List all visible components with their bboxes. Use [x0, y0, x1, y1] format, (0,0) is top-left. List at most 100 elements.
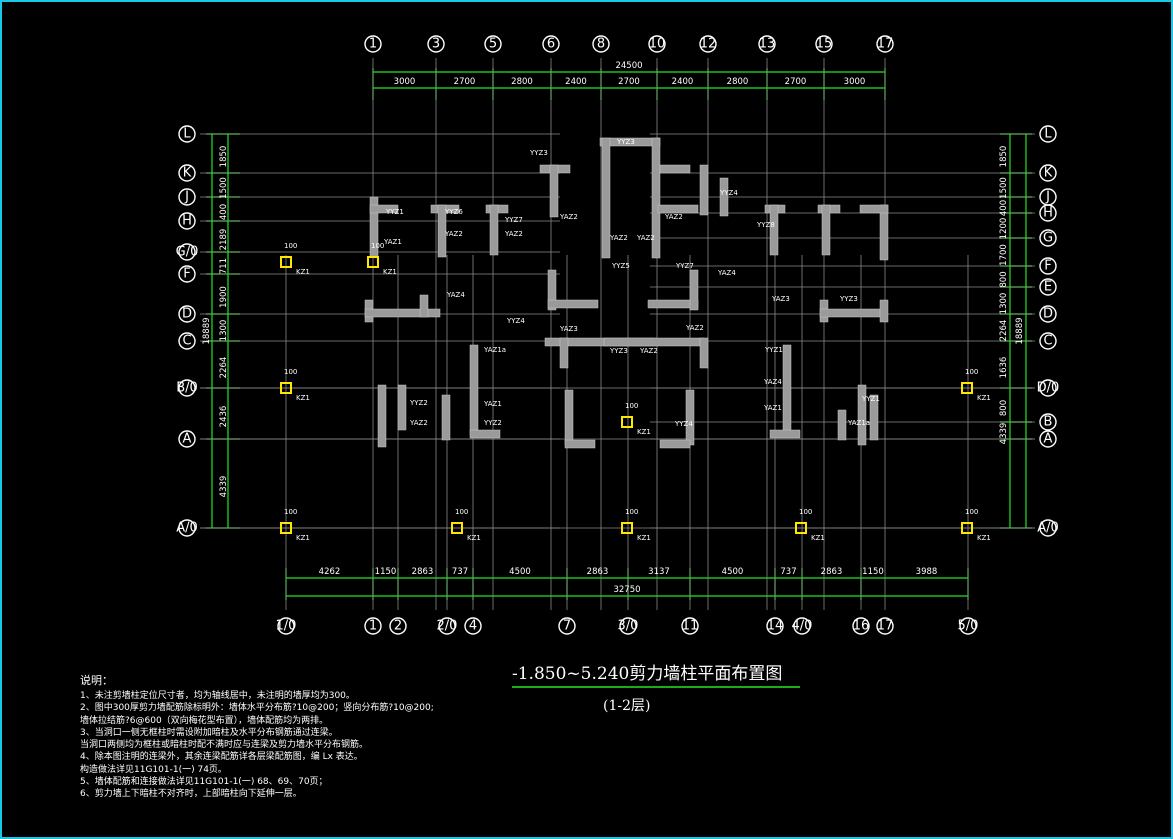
axis-bubble-top — [484, 35, 502, 53]
left-dim-label: 400 — [219, 204, 229, 220]
axis-bubble-right — [1039, 278, 1057, 296]
dimension-lines — [206, 68, 1032, 600]
shear-wall-segment — [547, 269, 557, 311]
top-dim-label: 2700 — [618, 77, 640, 87]
note-line: 1、未注剪墙柱定位尺寸者，均为轴线居中，未注明的墙厚均为300。 — [80, 691, 355, 701]
axis-bubble-top — [876, 35, 894, 53]
axis-label-right: L — [1044, 127, 1052, 142]
shear-wall-segment — [441, 394, 451, 441]
wall-tag: YAZ3 — [559, 325, 578, 333]
shear-wall-segment — [821, 204, 831, 256]
wall-tag: YAZ2 — [664, 213, 683, 221]
axis-bubble-right — [1039, 257, 1057, 275]
wall-tag: YYZ4 — [506, 317, 525, 325]
axis-bubble-top — [815, 35, 833, 53]
axis-bubble-right — [1039, 519, 1057, 537]
left-total-dim: 18889 — [202, 317, 212, 344]
axis-label-bottom: 5/0 — [958, 619, 979, 634]
shear-wall-segment — [879, 299, 889, 323]
frame-column-kz1 — [451, 522, 463, 534]
wall-tag: YYZ3 — [529, 149, 548, 157]
axis-bubble-right — [1039, 125, 1057, 143]
shear-wall-segment — [657, 204, 699, 214]
wall-tag: YYZ1 — [764, 346, 783, 354]
axis-bubble-top — [427, 35, 445, 53]
wall-tag: YAZ1a — [483, 346, 506, 354]
axis-bubble-bottom — [852, 617, 870, 635]
axis-label-bottom: 3/0 — [618, 619, 639, 634]
bottom-dim-label: 1150 — [862, 567, 884, 577]
bottom-dim-label: 737 — [780, 567, 796, 577]
shear-wall-segment — [437, 204, 447, 258]
wall-tag: YAZ2 — [685, 324, 704, 332]
axis-label-bottom: 1 — [369, 619, 377, 634]
shear-wall-segment — [769, 429, 801, 439]
left-dim-label: 4339 — [219, 476, 229, 498]
axis-label-left: C — [182, 334, 191, 349]
shear-wall-segment — [603, 337, 705, 347]
bottom-dim-label: 3137 — [648, 567, 670, 577]
axis-bubble-right — [1039, 332, 1057, 350]
column-dim: 100 — [965, 508, 978, 516]
bottom-dim-label: 2863 — [587, 567, 609, 577]
axis-bubble-left — [178, 430, 196, 448]
shear-wall-segment — [369, 204, 399, 214]
bottom-dim-label: 1150 — [375, 567, 397, 577]
column-dim: 100 — [371, 242, 384, 250]
axis-bubble-left — [178, 212, 196, 230]
wall-tag: YYZ1 — [861, 395, 880, 403]
right-dim-label: 1636 — [999, 357, 1009, 379]
frame-column-kz1 — [621, 522, 633, 534]
top-dim-label: 2700 — [454, 77, 476, 87]
wall-tag: YAZ1 — [483, 400, 502, 408]
wall-tag: YYZ7 — [675, 262, 694, 270]
left-dim-label: 2189 — [219, 229, 229, 251]
column-dim: 100 — [799, 508, 812, 516]
shear-wall-segment — [719, 177, 729, 217]
axis-label-right: A — [1044, 432, 1053, 447]
bottom-dim-label: 3988 — [916, 567, 938, 577]
axis-bubble-bottom — [766, 617, 784, 635]
shear-wall-segment — [699, 337, 709, 369]
shear-wall-segment — [559, 337, 569, 369]
column-tag: KZ1 — [296, 394, 310, 402]
axis-label-right: B — [1044, 415, 1053, 430]
shear-wall-segment — [547, 299, 599, 309]
left-dim-label: 1900 — [219, 286, 229, 308]
shear-wall-segment — [769, 204, 779, 256]
bottom-dim-label: 4500 — [722, 567, 744, 577]
top-dim-label: 2800 — [727, 77, 749, 87]
wall-tag: YYZ3 — [616, 138, 635, 146]
bottom-dim-label: 4500 — [509, 567, 531, 577]
wall-tag: YYZ2 — [483, 419, 502, 427]
shear-wall-segment — [651, 137, 661, 259]
axis-label-bottom: 4/0 — [792, 619, 813, 634]
wall-tag: YAZ2 — [636, 234, 655, 242]
axis-bubble-bottom — [464, 617, 482, 635]
axis-label-right: G — [1043, 231, 1053, 246]
axis-label-bottom: 4 — [469, 619, 477, 634]
note-line: 4、除本图注明的连梁外，其余连梁配筋详各层梁配筋图，编 Lx 表达。 — [80, 752, 363, 763]
top-total-dim: 24500 — [615, 61, 642, 71]
axis-label-left: K — [183, 166, 192, 181]
axis-bubble-right — [1039, 413, 1057, 431]
wall-tag: YYZ7 — [504, 216, 523, 224]
top-dim-label: 2700 — [785, 77, 807, 87]
axis-label-top: 13 — [759, 37, 776, 52]
axis-bubble-top — [758, 35, 776, 53]
column-tag: KZ1 — [977, 394, 991, 402]
top-dim-label: 3000 — [844, 77, 866, 87]
column-tag: KZ1 — [637, 428, 651, 436]
wall-tag: YYZ8 — [756, 221, 775, 229]
column-dim: 100 — [284, 242, 297, 250]
bottom-dim-label: 4262 — [319, 567, 341, 577]
axis-label-left: L — [183, 127, 191, 142]
axis-bubble-right — [1039, 305, 1057, 323]
axis-label-bottom: 7 — [563, 619, 571, 634]
top-dim-label: 2400 — [672, 77, 694, 87]
axis-bubble-top — [699, 35, 717, 53]
wall-tag: YAZ2 — [639, 347, 658, 355]
axis-bubble-left — [178, 379, 196, 397]
shear-wall-segment — [564, 389, 574, 446]
bottom-dim-label: 2863 — [412, 567, 434, 577]
